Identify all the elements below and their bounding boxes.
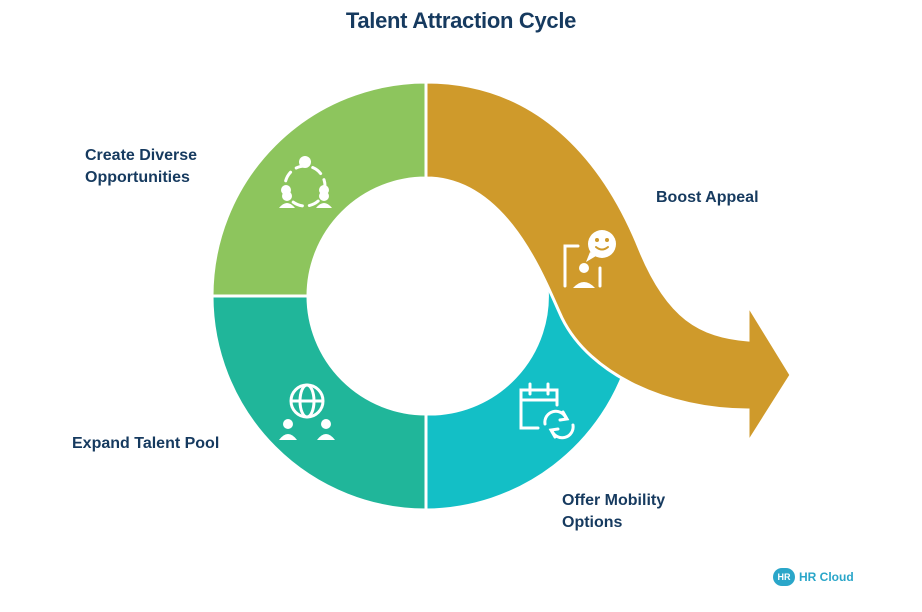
calendar-refresh-icon — [519, 382, 575, 440]
label-expand-talent-pool: Expand Talent Pool — [72, 435, 220, 452]
label-create-line2: Opportunities — [85, 169, 190, 186]
diagram-title: Talent Attraction Cycle — [345, 8, 577, 33]
segment-expand — [210, 294, 428, 512]
globe-people-icon — [279, 383, 335, 440]
label-offer-line1: Offer Mobility — [562, 492, 666, 509]
label-create-line1: Create Diverse — [85, 147, 198, 164]
logo-text: HR Cloud — [799, 570, 854, 584]
hr-cloud-logo: HR HR Cloud — [773, 568, 854, 586]
segment-create — [210, 80, 428, 298]
label-offer-line2: Options — [562, 514, 623, 531]
label-offer-mobility-options: Offer Mobility Options — [562, 490, 665, 534]
label-create-diverse-opportunities: Create Diverse Opportunities — [85, 145, 197, 189]
label-boost-appeal: Boost Appeal — [656, 189, 759, 206]
segment-boost — [424, 80, 793, 449]
diverse-group-icon — [279, 156, 332, 208]
hr-badge-icon: HR — [773, 568, 795, 586]
presenter-chat-icon — [563, 230, 616, 288]
